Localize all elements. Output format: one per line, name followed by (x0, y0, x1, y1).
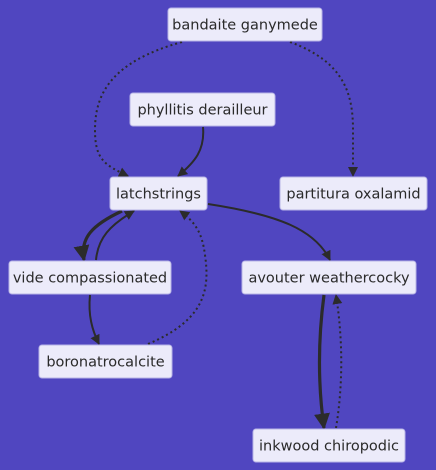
node-latchstrings: latchstrings (109, 176, 208, 211)
edge-avouter-to-inkwood (314, 294, 330, 430)
edge-inkwood-to-avouter (332, 294, 343, 429)
node-box (241, 260, 417, 295)
edge-bandaite-to-latchstrings (93, 41, 183, 177)
node-box (109, 176, 208, 211)
node-label: vide compassionated (13, 271, 167, 287)
node-label: avouter weathercocky (248, 271, 410, 287)
node-box (252, 428, 406, 463)
node-box (167, 7, 323, 42)
edge-bandaite-to-partitura (289, 41, 358, 177)
edge-vide-to-latchstrings (95, 210, 135, 261)
node-phyllitis: phyllitis derailleur (129, 92, 276, 127)
node-label: latchstrings (116, 187, 201, 203)
node-label: bandaite ganymede (172, 18, 318, 34)
edge-phyllitis-to-latchstrings (177, 126, 205, 177)
edge-boronatrocalcite-to-latchstrings (147, 210, 208, 345)
node-box (279, 176, 428, 211)
edge-latchstrings-to-avouter (207, 203, 331, 261)
node-box (8, 260, 172, 295)
edge-vide-to-boronatrocalcite (88, 294, 100, 345)
node-box (38, 344, 173, 379)
edge-latchstrings-to-vide (73, 209, 123, 262)
node-inkwood: inkwood chiropodic (252, 428, 406, 463)
node-label: inkwood chiropodic (259, 439, 399, 455)
node-label: boronatrocalcite (46, 355, 164, 371)
node-vide: vide compassionated (8, 260, 172, 295)
node-bandaite: bandaite ganymede (167, 7, 323, 42)
edges-layer (73, 41, 358, 430)
node-label: phyllitis derailleur (137, 103, 267, 119)
node-boronatrocalcite: boronatrocalcite (38, 344, 173, 379)
node-label: partitura oxalamid (286, 187, 420, 203)
nodes-layer: bandaite ganymede phyllitis derailleur lat… (8, 7, 428, 463)
node-partitura: partitura oxalamid (279, 176, 428, 211)
node-box (129, 92, 276, 127)
node-avouter: avouter weathercocky (241, 260, 417, 295)
